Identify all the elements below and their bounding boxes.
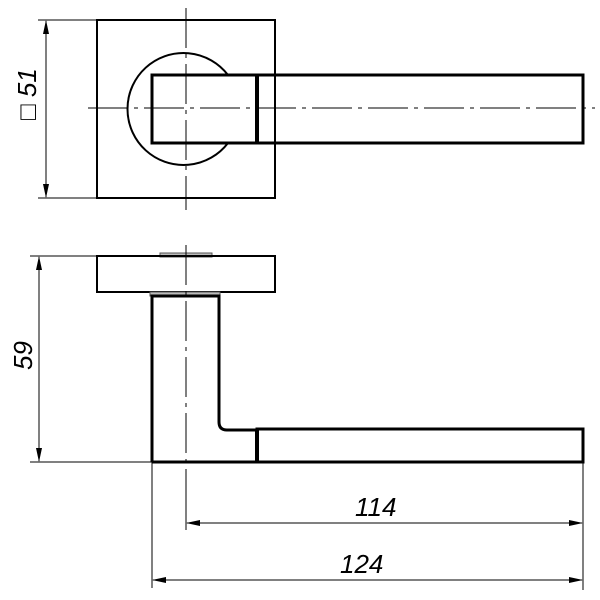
- lever-stem: [150, 294, 257, 462]
- rosette-circle: [126, 52, 229, 166]
- dimension-lever-length: 114: [185, 462, 584, 590]
- dimension-label-59: 59: [8, 341, 38, 370]
- lever-bar: [255, 73, 585, 145]
- lever-neck: [150, 73, 259, 145]
- dimension-label-124: 124: [340, 549, 383, 579]
- dimension-label-114: 114: [355, 492, 396, 522]
- dimension-height: 59: [8, 255, 152, 463]
- dimension-overall-length: 124: [151, 462, 583, 588]
- lever-bar-side: [255, 427, 585, 464]
- side-view: [96, 245, 585, 470]
- top-view: [88, 8, 595, 210]
- dimension-label-51: □ 51: [12, 68, 42, 120]
- dimension-rosette-square: □ 51: [12, 19, 97, 199]
